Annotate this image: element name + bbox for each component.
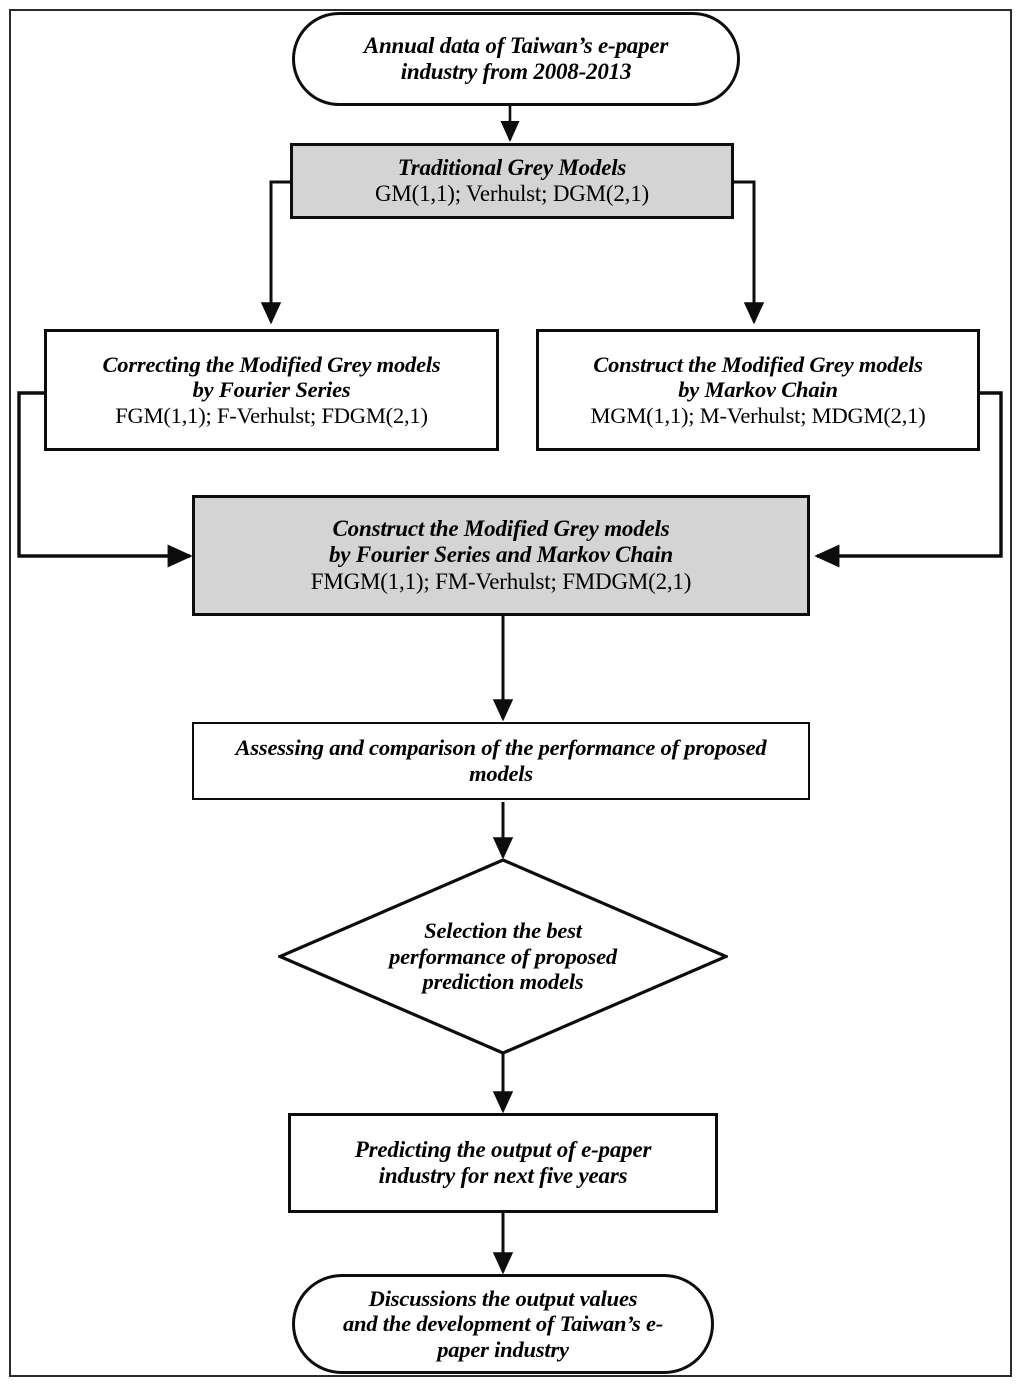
node-start-line-1: Annual data of Taiwan’s e-paper: [363, 32, 669, 58]
node-combined-fourier-markov[interactable]: Construct the Modified Grey models by Fo…: [192, 495, 810, 616]
node-discussion-line-2: and the development of Taiwan’s e-: [342, 1311, 664, 1337]
node-discussion-output-values[interactable]: Discussions the output values and the de…: [292, 1274, 714, 1374]
node-selection-line-3: prediction models: [422, 969, 584, 995]
node-traditional-grey-models[interactable]: Traditional Grey Models GM(1,1); Verhuls…: [290, 143, 734, 219]
node-assess-line-1: Assessing and comparison of the performa…: [235, 735, 767, 761]
diamond-shape: [278, 858, 728, 1055]
node-assess-line-2: models: [469, 761, 533, 786]
node-selection-line-2: performance of proposed: [389, 943, 617, 969]
node-markov-line-1: Construct the Modified Grey models: [593, 351, 923, 377]
node-markov-line-3: MGM(1,1); M-Verhulst; MDGM(2,1): [590, 402, 926, 428]
node-selection-best-performance[interactable]: Selection the best performance of propos…: [278, 858, 728, 1055]
node-predict-output[interactable]: Predicting the output of e-paper industr…: [288, 1113, 718, 1213]
node-combined-line-3: FMGM(1,1); FM-Verhulst; FMDGM(2,1): [310, 568, 692, 594]
node-fourier-correction[interactable]: Correcting the Modified Grey models by F…: [44, 329, 499, 451]
node-discussion-line-1: Discussions the output values: [368, 1285, 638, 1311]
node-traditional-line-2: GM(1,1); Verhulst; DGM(2,1): [375, 181, 649, 206]
node-combined-line-2: by Fourier Series and Markov Chain: [328, 542, 673, 568]
node-fourier-line-1: Correcting the Modified Grey models: [102, 351, 441, 377]
node-combined-line-1: Construct the Modified Grey models: [332, 516, 670, 542]
node-predict-line-1: Predicting the output of e-paper: [354, 1136, 652, 1162]
node-assessment-comparison[interactable]: Assessing and comparison of the performa…: [192, 722, 810, 800]
node-selection-line-1: Selection the best: [424, 918, 582, 944]
node-start-annual-data[interactable]: Annual data of Taiwan’s e-paper industry…: [292, 12, 740, 106]
node-traditional-line-1: Traditional Grey Models: [397, 154, 627, 180]
node-discussion-line-3: paper industry: [437, 1336, 569, 1362]
node-predict-line-2: industry for next five years: [378, 1163, 628, 1188]
node-start-line-2: industry from 2008-2013: [400, 59, 632, 84]
node-fourier-line-3: FGM(1,1); F-Verhulst; FDGM(2,1): [115, 402, 428, 428]
node-markov-line-2: by Markov Chain: [678, 377, 838, 403]
node-fourier-line-2: by Fourier Series: [192, 377, 351, 403]
node-markov-construction[interactable]: Construct the Modified Grey models by Ma…: [536, 329, 980, 451]
